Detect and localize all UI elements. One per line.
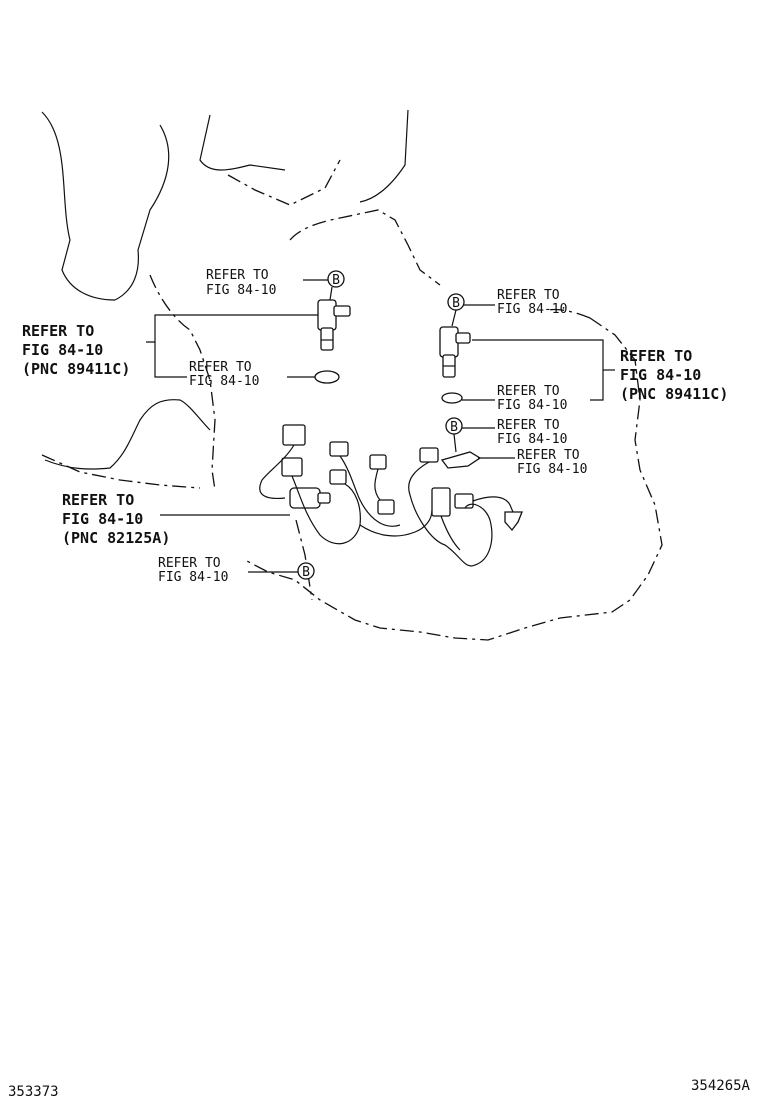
callout-bolt-left-top: REFER TO FIG 84-10 [206, 268, 276, 298]
callout-line: REFER TO [206, 268, 269, 283]
bolt-marker-right-top: B [447, 293, 465, 327]
bolt-marker-label: B [332, 273, 340, 288]
callout-line: REFER TO [497, 384, 560, 399]
callout-line: FIG 84-10 [497, 398, 567, 413]
callout-line: REFER TO [497, 288, 560, 303]
bolt-marker-bottom: B [297, 562, 315, 580]
callout-bolt-bottom: REFER TO FIG 84-10 [158, 556, 228, 585]
bolt-marker-label: B [452, 296, 460, 311]
sensor-bracket-right [440, 451, 482, 469]
callout-bracket-right: REFER TO FIG 84-10 [517, 448, 587, 477]
callout-line: REFER TO [497, 418, 560, 433]
callout-line: REFER TO [158, 556, 221, 571]
callout-line: FIG 84-10 [22, 341, 103, 359]
callout-o-ring-right: REFER TO FIG 84-10 [497, 384, 567, 413]
callout-line: FIG 84-10 [497, 432, 567, 447]
camshaft-sensor-left [317, 299, 351, 351]
callout-line: FIG 84-10 [497, 302, 567, 317]
callout-line: (PNC 82125A) [62, 529, 170, 547]
callout-line: FIG 84-10 [620, 366, 701, 384]
callout-line: FIG 84-10 [62, 510, 143, 528]
engine-outline [41, 109, 663, 641]
callout-line: REFER TO [620, 347, 692, 365]
bolt-marker-label: B [302, 565, 310, 580]
callout-cam-sensor-right: REFER TO FIG 84-10 (PNC 89411C) [620, 347, 728, 403]
callout-bolt-right-mid: REFER TO FIG 84-10 [497, 418, 567, 447]
callout-line: (PNC 89411C) [620, 385, 728, 403]
wire-harness [259, 424, 523, 567]
leader-lines [146, 279, 615, 573]
callout-line: FIG 84-10 [206, 283, 276, 298]
bolt-marker-right-mid: B [445, 417, 463, 453]
callout-line: (PNC 89411C) [22, 360, 130, 378]
diagram-code-right: 354265A [690, 1078, 750, 1094]
callout-line: REFER TO [62, 491, 134, 509]
bolt-marker-label: B [450, 420, 458, 435]
diagram-code-left: 353373 [8, 1084, 59, 1100]
callout-line: REFER TO [22, 322, 94, 340]
o-ring-right [441, 392, 463, 404]
bolt-marker-left-top: B [327, 270, 345, 301]
callout-bolt-right-top: REFER TO FIG 84-10 [497, 288, 567, 317]
callout-o-ring-left: REFER TO FIG 84-10 [189, 360, 259, 389]
callout-line: FIG 84-10 [189, 374, 259, 389]
callout-cam-sensor-left: REFER TO FIG 84-10 (PNC 89411C) [22, 322, 130, 378]
callout-line: FIG 84-10 [517, 462, 587, 477]
camshaft-sensor-right [439, 326, 471, 378]
callout-line: REFER TO [517, 448, 580, 463]
callout-line: FIG 84-10 [158, 570, 228, 585]
callout-wire-harness: REFER TO FIG 84-10 (PNC 82125A) [62, 491, 170, 547]
o-ring-left [314, 370, 340, 384]
callout-line: REFER TO [189, 360, 252, 375]
